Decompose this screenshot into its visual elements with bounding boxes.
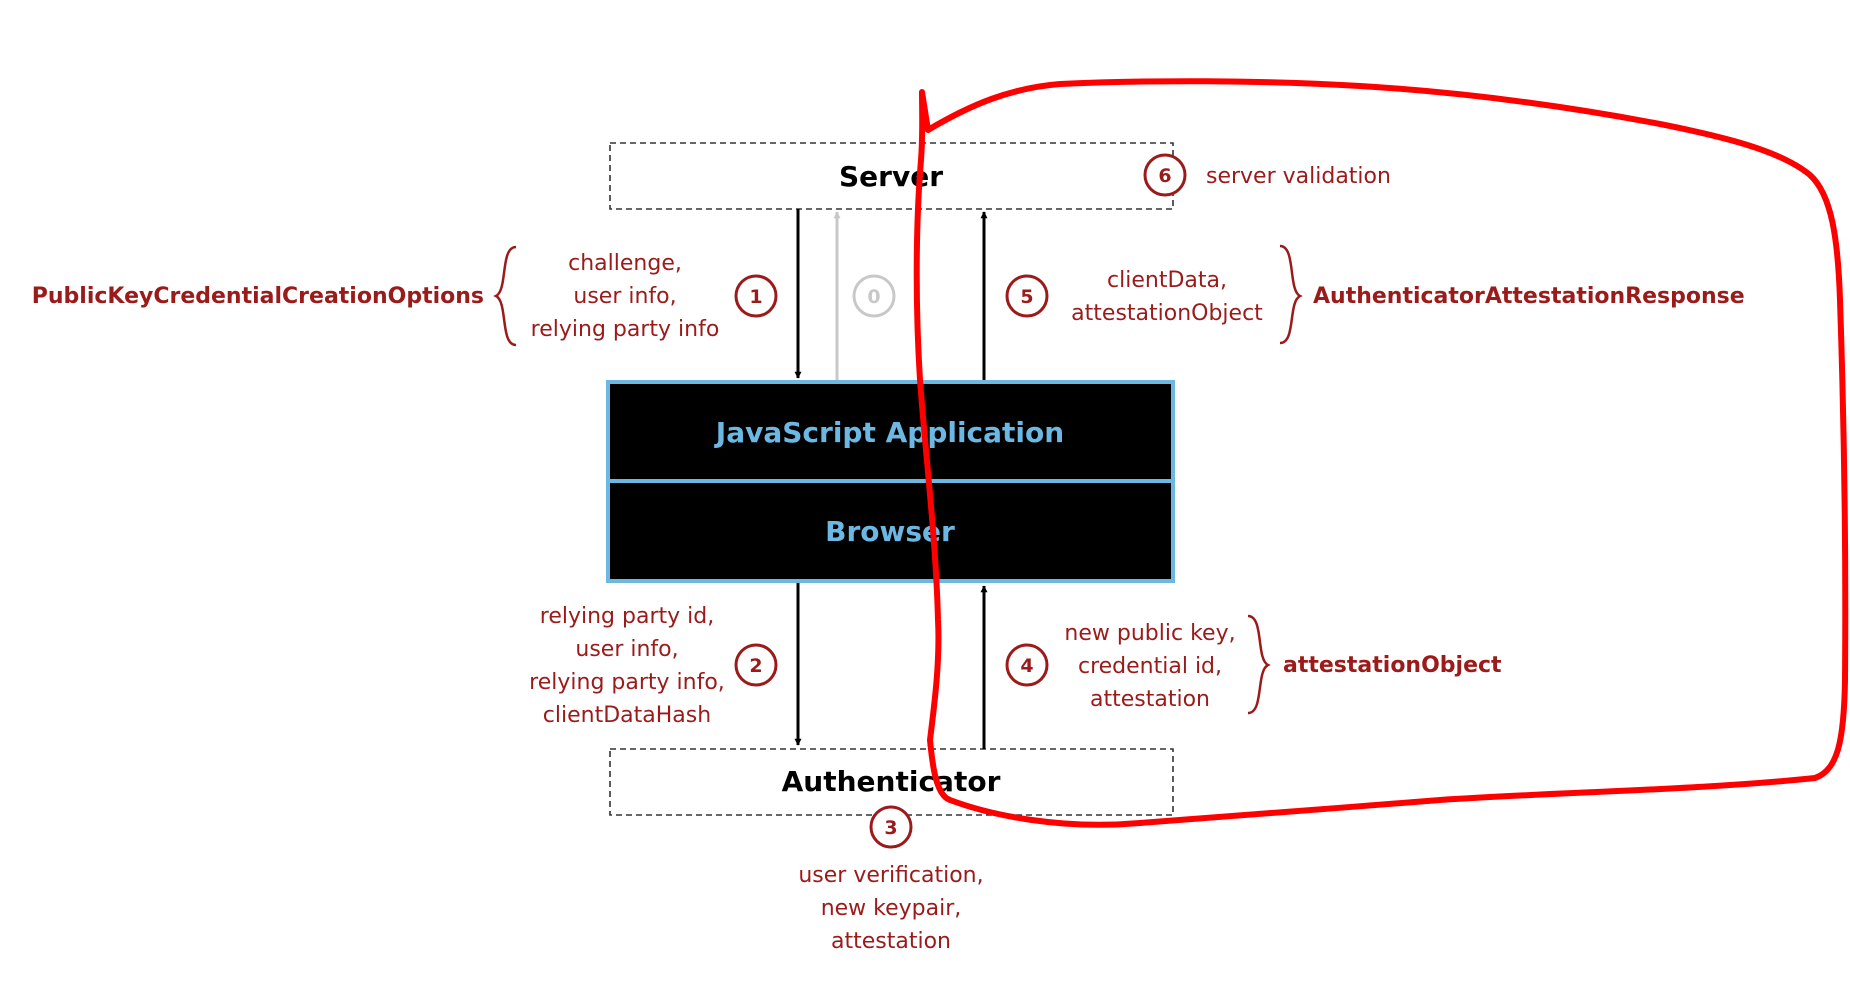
attestation-object-brace bbox=[1247, 614, 1271, 715]
attestation-object-group-label: attestationObject bbox=[1283, 653, 1502, 678]
step-2-line: user info, bbox=[575, 637, 678, 662]
step-1-number: 1 bbox=[749, 286, 762, 308]
step-6-number: 6 bbox=[1158, 165, 1171, 187]
step-5-number: 5 bbox=[1020, 286, 1033, 308]
step-5-line: attestationObject bbox=[1071, 301, 1263, 326]
step-2-line: clientDataHash bbox=[543, 703, 711, 728]
step-1-line: relying party info bbox=[531, 317, 720, 342]
step-3-line: new keypair, bbox=[821, 896, 962, 921]
step-1-marker bbox=[734, 274, 778, 318]
step-2-line: relying party info, bbox=[529, 670, 725, 695]
step-1-line: challenge, bbox=[568, 251, 682, 276]
authenticator-label: Authenticator bbox=[782, 765, 1001, 798]
step-3-label: user verification, new keypair, attestat… bbox=[798, 863, 983, 954]
step-2-marker bbox=[734, 643, 778, 687]
step-3-line: user verification, bbox=[798, 863, 983, 888]
authenticator-box bbox=[609, 748, 1174, 816]
javascript-application-layer bbox=[606, 380, 1175, 483]
step-4-label: new public key, credential id, attestati… bbox=[1064, 621, 1235, 712]
server-box bbox=[609, 142, 1174, 210]
step-0-marker bbox=[852, 274, 896, 318]
step-4-line: credential id, bbox=[1078, 654, 1222, 679]
response-group-label: AuthenticatorAttestationResponse bbox=[1313, 284, 1745, 309]
red-annotation-loop bbox=[913, 78, 1849, 828]
step-6-label: server validation bbox=[1206, 164, 1391, 189]
server-label: Server bbox=[839, 160, 943, 193]
step-2-line: relying party id, bbox=[540, 604, 714, 629]
step-1-label: challenge, user info, relying party info bbox=[531, 251, 720, 342]
step-3-marker bbox=[869, 805, 913, 849]
step-2-label: relying party id, user info, relying par… bbox=[529, 604, 725, 728]
step-5-marker bbox=[1005, 274, 1049, 318]
step-4-marker bbox=[1005, 643, 1049, 687]
step-4-number: 4 bbox=[1020, 655, 1033, 677]
javascript-application-label: JavaScript Application bbox=[714, 416, 1064, 449]
step-5-line: clientData, bbox=[1107, 268, 1227, 293]
step-3-line: attestation bbox=[831, 929, 951, 954]
browser-layer bbox=[606, 479, 1175, 583]
options-group-label: PublicKeyCredentialCreationOptions bbox=[32, 284, 484, 309]
step-5-label: clientData, attestationObject bbox=[1071, 268, 1263, 326]
step-4-line: attestation bbox=[1090, 687, 1210, 712]
step-4-line: new public key, bbox=[1064, 621, 1235, 646]
step-6-marker bbox=[1143, 153, 1187, 197]
step-2-number: 2 bbox=[749, 655, 762, 677]
step-0-number: 0 bbox=[867, 286, 880, 308]
step-1-line: user info, bbox=[573, 284, 676, 309]
response-brace bbox=[1279, 244, 1303, 345]
options-brace bbox=[493, 245, 517, 347]
step-3-number: 3 bbox=[884, 817, 897, 839]
